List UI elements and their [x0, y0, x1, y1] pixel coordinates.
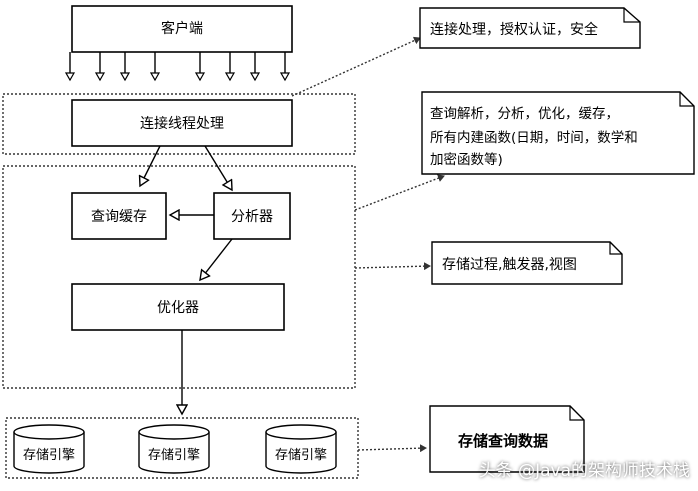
storage-engine-2: 存储引擎 — [138, 424, 210, 474]
optimizer-label: 优化器 — [157, 300, 199, 316]
query-cache-box — [71, 192, 167, 240]
note-parsing-line-2: 所有内建函数(日期，时间，数学和 — [430, 130, 638, 146]
client-arrows — [70, 52, 285, 80]
storage-engine-1: 存储引擎 — [13, 424, 85, 474]
optimizer-box — [71, 283, 285, 331]
connection-layer-group — [2, 93, 356, 155]
service-layer-group — [2, 165, 356, 389]
watermark: 头条 @Java的架构师技术栈 — [478, 461, 690, 481]
connector-procedures-note — [354, 262, 431, 271]
storage-engine-3: 存储引擎 — [265, 424, 337, 474]
connection-thread-label: 连接线程处理 — [140, 115, 224, 132]
client-label: 客户端 — [161, 20, 203, 37]
storage-engine-2-label: 存储引擎 — [148, 448, 200, 463]
arrow-to-analyzer — [204, 145, 232, 190]
analyzer-label: 分析器 — [231, 209, 273, 225]
note-connectors — [291, 36, 445, 453]
connection-thread-box — [71, 99, 293, 147]
storage-layer-group — [5, 417, 359, 479]
note-storage: 存储查询数据 — [429, 405, 585, 473]
connector-connection-note — [291, 36, 421, 97]
note-parsing-line-3: 加密函数等) — [430, 151, 503, 168]
client-box — [71, 5, 293, 53]
storage-engine-3-label: 存储引擎 — [275, 448, 327, 463]
query-cache-label: 查询缓存 — [91, 209, 147, 225]
note-procedures-text: 存储过程,触发器,视图 — [442, 257, 577, 273]
arrow-analyzer-to-optimizer — [200, 238, 233, 280]
connector-parsing-note — [354, 174, 445, 211]
storage-engine-1-label: 存储引擎 — [23, 448, 75, 463]
connector-storage-note — [357, 444, 427, 453]
note-parsing-line-1: 查询解析，分析，优化，缓存， — [430, 106, 619, 122]
note-procedures: 存储过程,触发器,视图 — [431, 241, 623, 285]
note-storage-text: 存储查询数据 — [458, 432, 548, 450]
arrow-to-query-cache — [140, 145, 161, 186]
note-connection-text: 连接处理，授权认证，安全 — [430, 21, 598, 38]
analyzer-box — [213, 192, 291, 240]
note-parsing: 查询解析，分析，优化，缓存， 所有内建函数(日期，时间，数学和 加密函数等) — [421, 91, 695, 175]
note-connection: 连接处理，授权认证，安全 — [419, 7, 641, 49]
